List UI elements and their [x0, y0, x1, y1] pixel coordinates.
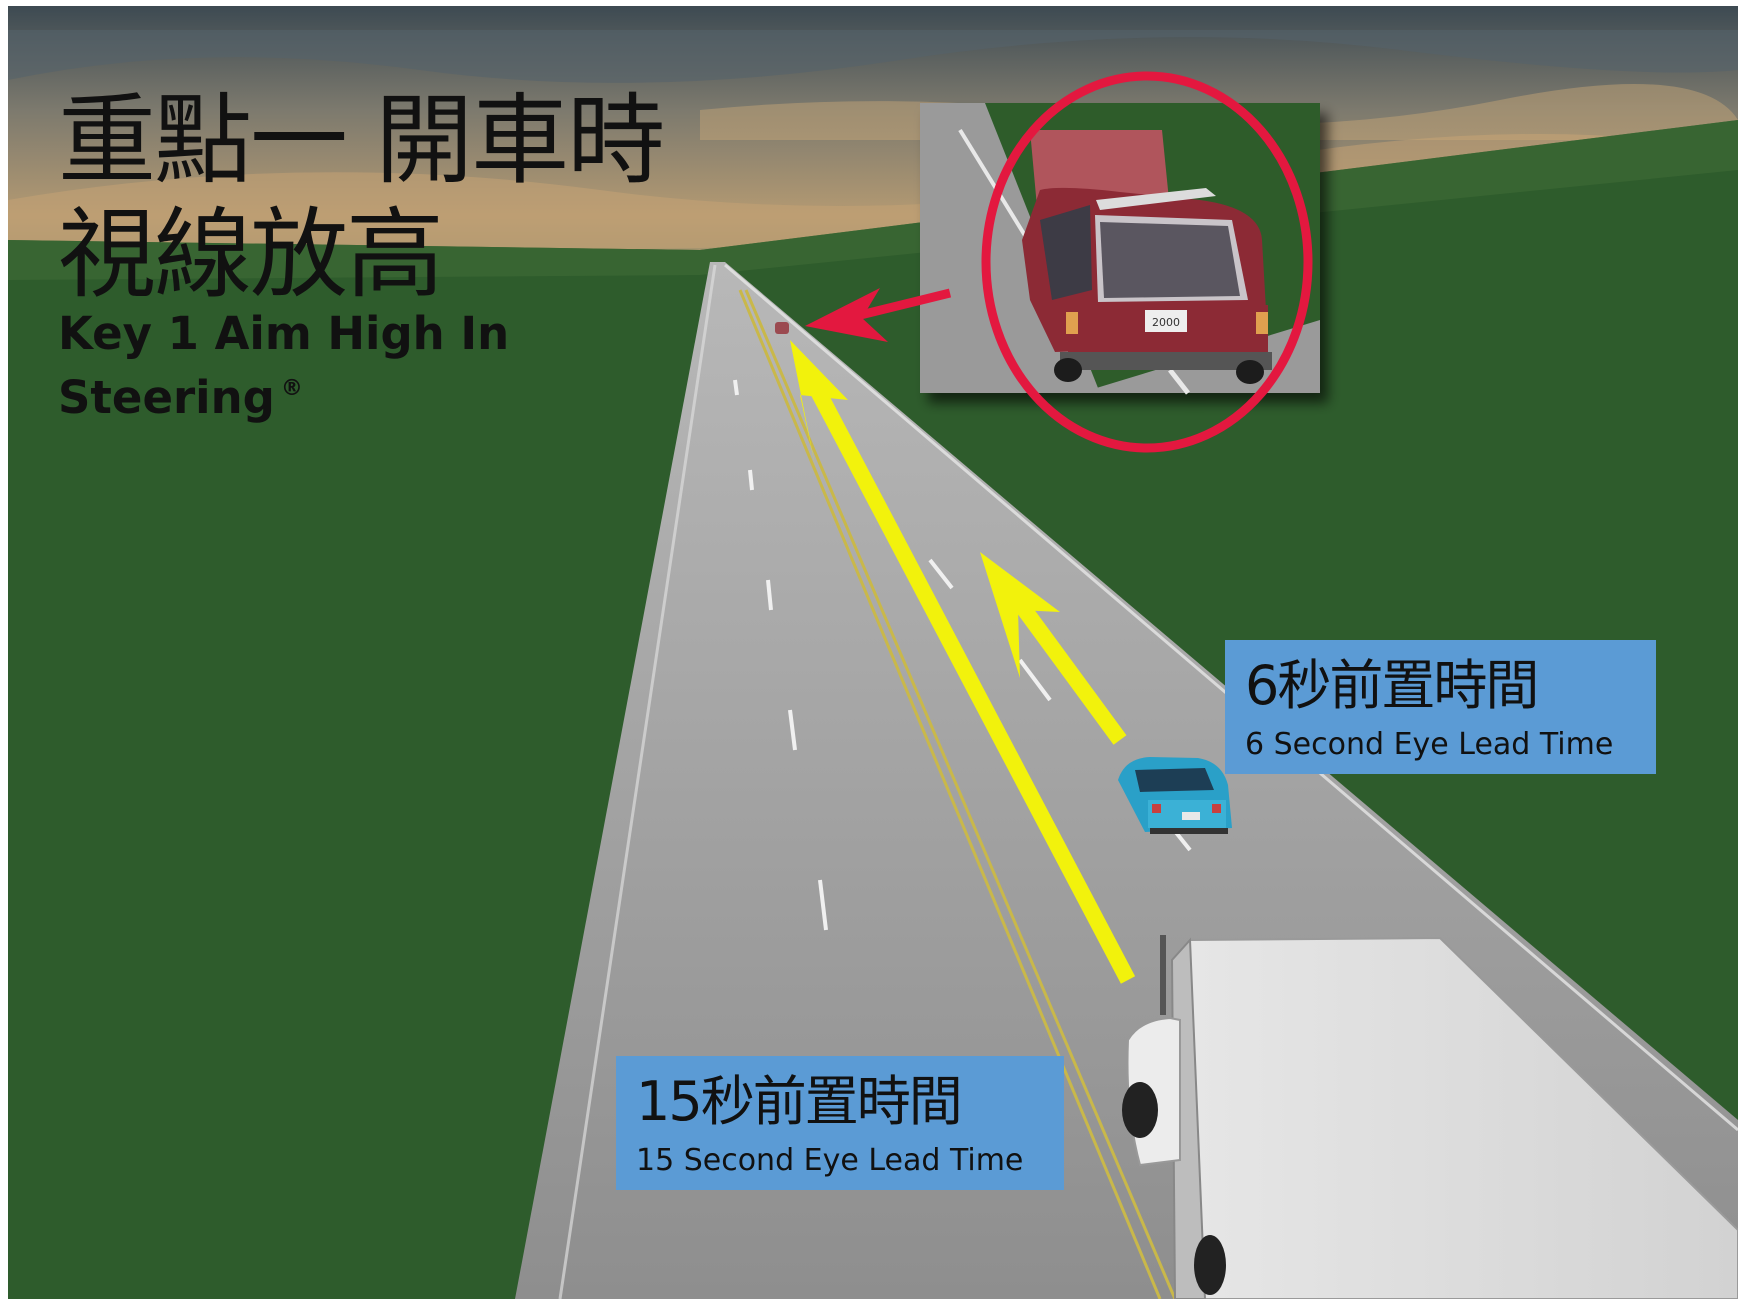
title-english-line-2: Steering® — [58, 361, 303, 425]
title-english-steering: Steering — [58, 371, 275, 424]
title-chinese-line-2: 視線放高 — [58, 198, 444, 312]
label-15-second: 15秒前置時間 15 Second Eye Lead Time — [616, 1056, 1064, 1190]
blue-car — [1118, 757, 1232, 834]
label-6-second: 6秒前置時間 6 Second Eye Lead Time — [1225, 640, 1656, 774]
hazard-pointer-arrow — [805, 288, 952, 342]
title-english-line-1: Key 1 Aim High In — [58, 307, 510, 360]
svg-text:2000: 2000 — [1152, 316, 1180, 329]
hazard-inset: 2000 — [920, 103, 1320, 395]
label-6-second-zh: 6秒前置時間 — [1245, 654, 1539, 717]
label-15-second-zh: 15秒前置時間 — [636, 1070, 963, 1133]
arrow-15-second — [790, 340, 1136, 984]
arrow-6-second — [980, 552, 1127, 745]
label-15-second-en: 15 Second Eye Lead Time — [636, 1143, 1024, 1178]
label-6-second-en: 6 Second Eye Lead Time — [1245, 727, 1614, 762]
title-chinese-line-1: 重點一 開車時 — [58, 84, 665, 198]
semi-truck — [1122, 935, 1738, 1299]
registered-mark: ® — [280, 376, 303, 401]
distant-car — [775, 322, 789, 334]
hazard-highlight-circle — [981, 71, 1313, 453]
